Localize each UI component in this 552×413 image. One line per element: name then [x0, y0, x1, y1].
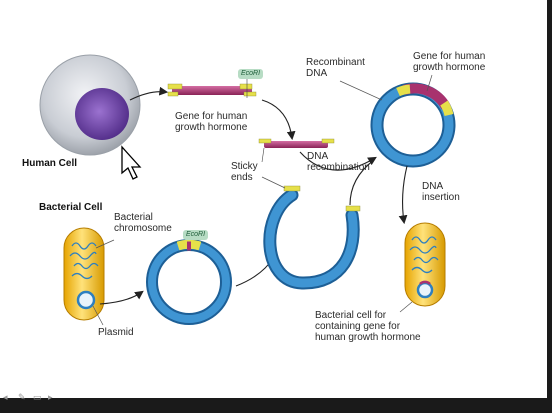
window-frame-bottom — [0, 398, 552, 413]
arrow-recombination — [299, 151, 377, 171]
label-bacterial-chromosome: Bacterial chromosome — [114, 212, 172, 234]
plasmid-ring — [146, 239, 232, 325]
slide-menu-button[interactable]: ▭ — [33, 392, 42, 402]
opened-plasmid — [263, 185, 361, 290]
label-recombinant-dna: Recombinant DNA — [306, 57, 365, 79]
plasmid-small — [76, 290, 96, 310]
label-dna-insertion: DNA insertion — [422, 181, 460, 203]
ecori-tag-bottom: EcoRI — [183, 230, 209, 240]
leader-result — [399, 301, 413, 313]
bacterial-chromosome-drawing — [69, 242, 99, 280]
mouse-cursor-icon — [121, 145, 142, 180]
label-plasmid: Plasmid — [98, 327, 134, 338]
arrow-cut-gene — [261, 99, 296, 141]
leader-gene-right — [426, 74, 433, 92]
label-gene-right: Gene for human growth hormone — [413, 51, 486, 73]
label-sticky-ends: Sticky ends — [231, 161, 258, 183]
leader-chromosome — [95, 239, 115, 249]
window-frame-right — [547, 0, 552, 413]
prev-slide-button[interactable]: ◂ — [3, 392, 8, 402]
pen-tool-button[interactable]: ✎ — [18, 392, 26, 402]
bacterial-cell — [63, 227, 105, 321]
leader-plasmid — [92, 305, 104, 326]
arrow-join — [349, 159, 375, 206]
bacterial-cell-result — [404, 222, 446, 307]
leader-sticky-ends — [261, 176, 286, 189]
human-cell — [39, 54, 141, 156]
label-bacterial-cell-result: Bacterial cell for containing gene for h… — [315, 310, 421, 343]
ecori-tag-top: EcoRI — [238, 69, 264, 79]
recombinant-plasmid — [370, 82, 456, 168]
label-dna-recombination: DNA recombination — [307, 151, 370, 173]
label-gene-left: Gene for human growth hormone — [175, 111, 248, 133]
gene-fragment-top — [167, 78, 257, 98]
arrow-insertion — [398, 165, 408, 225]
arrow-isolate-plasmid — [99, 290, 144, 305]
nucleus — [75, 88, 129, 140]
next-slide-button[interactable]: ▸ — [48, 392, 53, 402]
label-human-cell: Human Cell — [22, 158, 78, 169]
label-bacterial-cell: Bacterial Cell — [39, 202, 103, 213]
gene-fragment-cut — [258, 138, 335, 163]
leader-recombinant — [339, 80, 383, 101]
arrow-extract-gene — [129, 86, 169, 101]
